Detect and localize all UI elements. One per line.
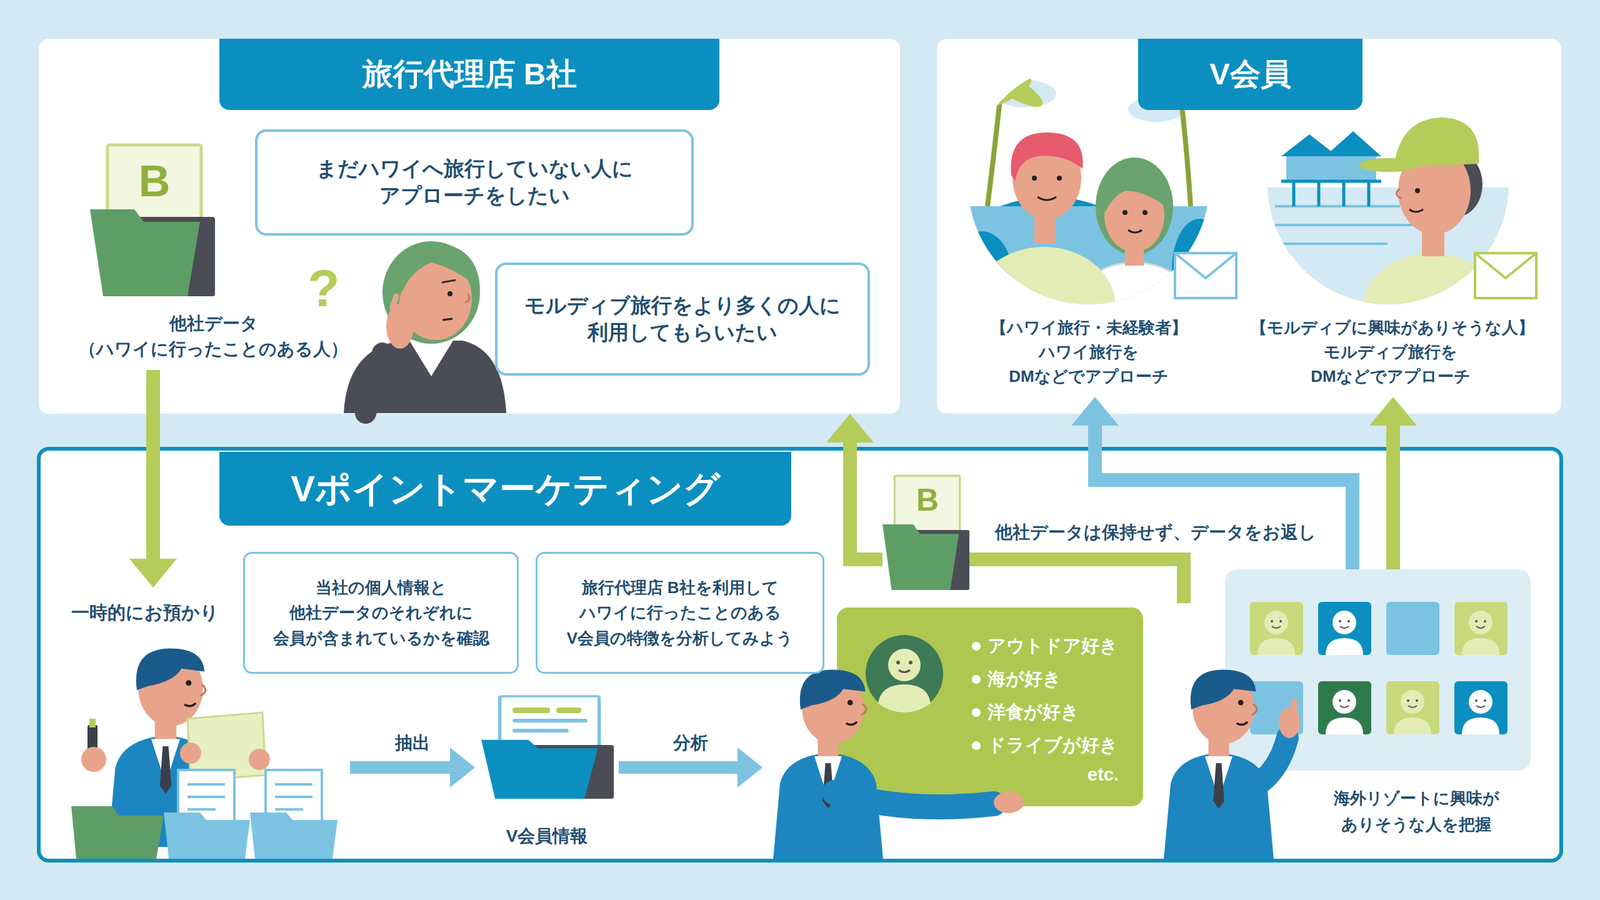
staff-with-folders [71,648,338,859]
arrow-head [826,413,874,443]
envelope-icons [1175,253,1537,299]
panels [38,38,1562,861]
arrow-head [129,558,177,588]
note-box: 旅行代理店 B社を利用して ハワイに行ったことのある V会員の特徴を分析してみよ… [535,551,825,674]
target-group: 海外リゾートに興味が ありそうな人を把握 [1162,569,1538,857]
feature-board: アウトドア好き海が好き洋食が好きドライブが好き etc. [762,603,1188,857]
member-folder: V会員情報 [475,692,619,852]
arrow-head [450,747,475,788]
marketing-panel: Vポイントマーケティング一時的にお預かり 当社の個人情報と 他社データのそれぞれに… [38,448,1562,861]
node-text: 【モルディブに興味がありそうな人】 モルディブ旅行を DMなどでアプローチ [1250,315,1530,389]
flow-arrow [826,413,883,560]
node-text: 海外リゾートに興味が ありそうな人を把握 [1331,785,1502,838]
node-text: V会員情報 [506,825,589,848]
connector-line [618,761,738,774]
question-mark: ? [307,258,340,319]
node-text: 洋食が好き [987,700,1080,725]
analyst-figure [1163,669,1300,860]
node-text: 当社の個人情報と 他社データのそれぞれに 会員が含まれているかを確認 [271,575,491,651]
panel-title: V会員 [1138,38,1363,110]
node-text: B [138,153,171,210]
edge-label: 分析 [670,731,711,755]
member-segment: 【モルディブに興味がありそうな人】 モルディブ旅行を DMなどでアプローチ [1234,59,1547,397]
feature-board [836,607,1144,807]
speech-bubble: モルディブ旅行をより多くの人に 利用してもらいたい [495,262,870,376]
panel-title: 旅行代理店 B社 [219,38,720,110]
speech-bubble: まだハワイへ旅行していない人に アプローチをしたい [255,129,694,236]
node-text: モルディブ旅行をより多くの人に 利用してもらいたい [522,292,843,347]
woman-figure [343,241,507,414]
presenter-figure [773,669,1024,860]
flow-arrow [129,370,177,588]
connector-line [1386,425,1400,570]
connector-line [350,761,450,774]
arrow-head [1369,396,1417,426]
node-text: 一時的にお預かり [71,601,219,625]
node-text: 旅行代理店 B社を利用して ハワイに行ったことのある V会員の特徴を分析してみよ… [566,575,794,651]
node-text: 【ハワイ旅行・未経験者】 ハワイ旅行を DMなどでアプローチ [987,315,1191,389]
node-text: 海が好き [987,667,1062,692]
node-text: まだハワイへ旅行していない人に アプローチをしたい [314,155,635,210]
node-text: アウトドア好き [987,634,1119,659]
member-panel: V会員【ハワイ旅行・未経験者】 ハワイ旅行を DMなどでアプローチ【モルディブに… [936,38,1562,414]
returned-folder: B他社データは保持せず、データをお返し [882,474,970,590]
connector-line [969,559,1184,604]
connector-line [1095,425,1353,570]
member-segment: 【ハワイ旅行・未経験者】 ハワイ旅行を DMなどでアプローチ [963,59,1214,397]
arrow-head [737,747,763,788]
node-text: B [916,480,939,521]
arrow-head [1071,396,1119,426]
node-text: 他社データ （ハワイに行ったことのある人） [77,311,351,362]
node-text: 他社データは保持せず、データをお返し [995,521,1317,544]
node-text: etc. [1087,763,1119,787]
connector-line [850,442,883,560]
panel-title: Vポイントマーケティング [219,451,792,526]
connector-line [146,370,160,559]
company-panel: 旅行代理店 B社まだハワイへ旅行していない人に アプローチをしたいモルディブ旅行… [38,38,900,414]
flow-arrow [969,559,1184,604]
note-box: 当社の個人情報と 他社データのそれぞれに 会員が含まれているかを確認 [243,551,519,674]
flow-arrow [1071,396,1353,570]
edge-label: 抽出 [392,731,433,755]
avatar-grid [1225,569,1531,771]
node-text: ドライブが好き [987,733,1119,758]
flow-arrow [1369,396,1417,570]
